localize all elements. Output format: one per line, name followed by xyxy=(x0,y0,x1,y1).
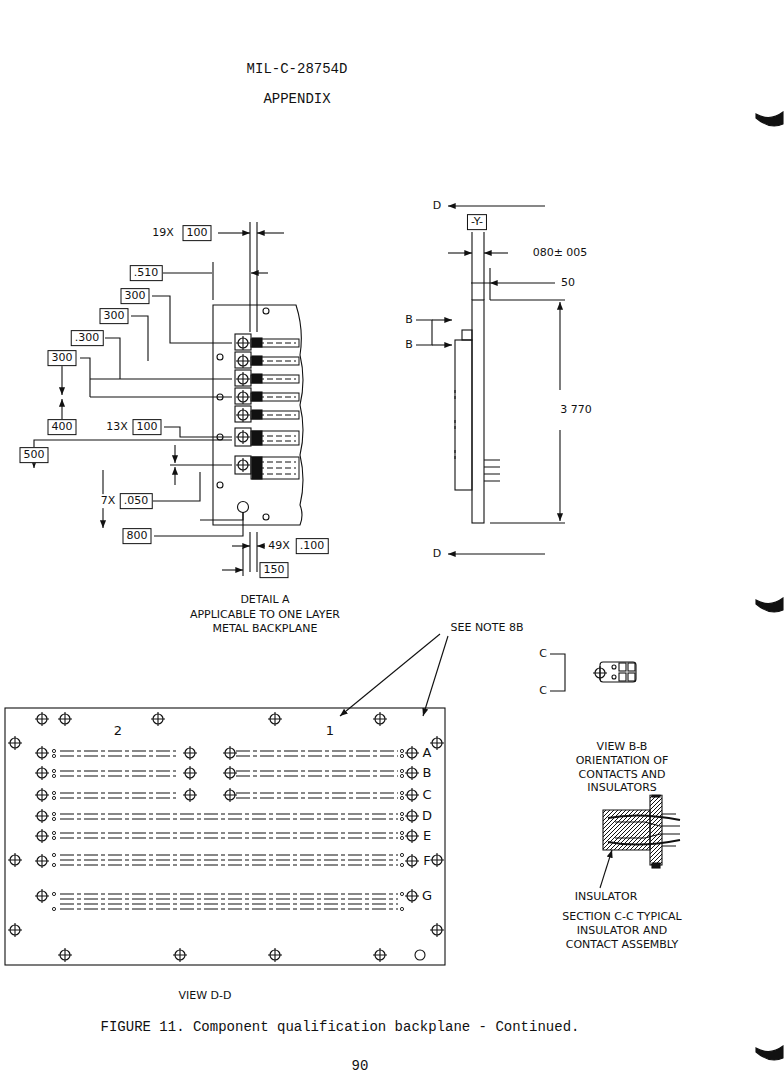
drawing-label: C xyxy=(422,787,431,803)
drawing-label: SEE NOTE 8B xyxy=(450,621,525,635)
drawing-label: E xyxy=(423,828,431,844)
drawing-label: D xyxy=(422,808,432,824)
dimension-box: 400 xyxy=(48,419,77,435)
drawing-label: 13X xyxy=(105,420,129,434)
dimension-box: .300 xyxy=(71,330,104,346)
drawing-label: 19X xyxy=(151,226,175,240)
dimension-box: 300 xyxy=(48,350,77,366)
dimension-box: 800 xyxy=(123,528,152,544)
drawing-label: 3 770 xyxy=(559,403,593,417)
drawing-label: A xyxy=(423,745,432,761)
drawing-label: B xyxy=(404,313,414,327)
drawing-label: INSULATOR xyxy=(574,890,639,904)
drawing-label: F xyxy=(423,853,430,869)
dimension-box: .510 xyxy=(130,265,163,281)
dimension-box: 300 xyxy=(100,308,129,324)
dimension-box: .050 xyxy=(120,493,153,509)
drawing-label: 080± 005 xyxy=(532,246,589,260)
drawing-label: DETAIL A xyxy=(239,593,290,607)
drawing-label: 2 xyxy=(114,723,122,739)
figure-caption: FIGURE 11. Component qualification backp… xyxy=(101,1019,580,1037)
drawing-label: VIEW B-B ORIENTATION OF CONTACTS AND INS… xyxy=(570,740,674,795)
dimension-box: 100 xyxy=(133,419,162,435)
drawing-label: G xyxy=(422,888,432,904)
drawing-label: SECTION C-C TYPICAL INSULATOR AND CONTAC… xyxy=(549,910,696,951)
dimension-box: 150 xyxy=(260,562,289,578)
drawing-label: B xyxy=(423,765,432,781)
page-header: MIL-C-28754D xyxy=(247,61,348,79)
dimension-box: -Y- xyxy=(467,214,487,230)
drawing-label: C xyxy=(538,647,548,661)
drawing-label: VIEW D-D xyxy=(177,989,232,1003)
drawing-label: C xyxy=(538,684,548,698)
drawing-label: 50 xyxy=(560,276,576,290)
page-header: 90 xyxy=(352,1058,369,1076)
drawing-label: APPLICABLE TO ONE LAYER METAL BACKPLANE xyxy=(182,608,349,636)
dimension-box: 500 xyxy=(20,447,49,463)
drawing-label: 49X xyxy=(267,539,291,553)
dimension-box: .100 xyxy=(296,538,329,554)
drawing-label: 1 xyxy=(326,723,334,739)
drawing-label: D xyxy=(432,199,442,213)
drawing-label: 7X xyxy=(100,494,117,508)
dimension-box: 300 xyxy=(121,288,150,304)
drawing-label: B xyxy=(404,338,414,352)
drawing-label: D xyxy=(432,547,442,561)
dimension-box: 100 xyxy=(183,225,212,241)
page-header: APPENDIX xyxy=(263,91,330,109)
